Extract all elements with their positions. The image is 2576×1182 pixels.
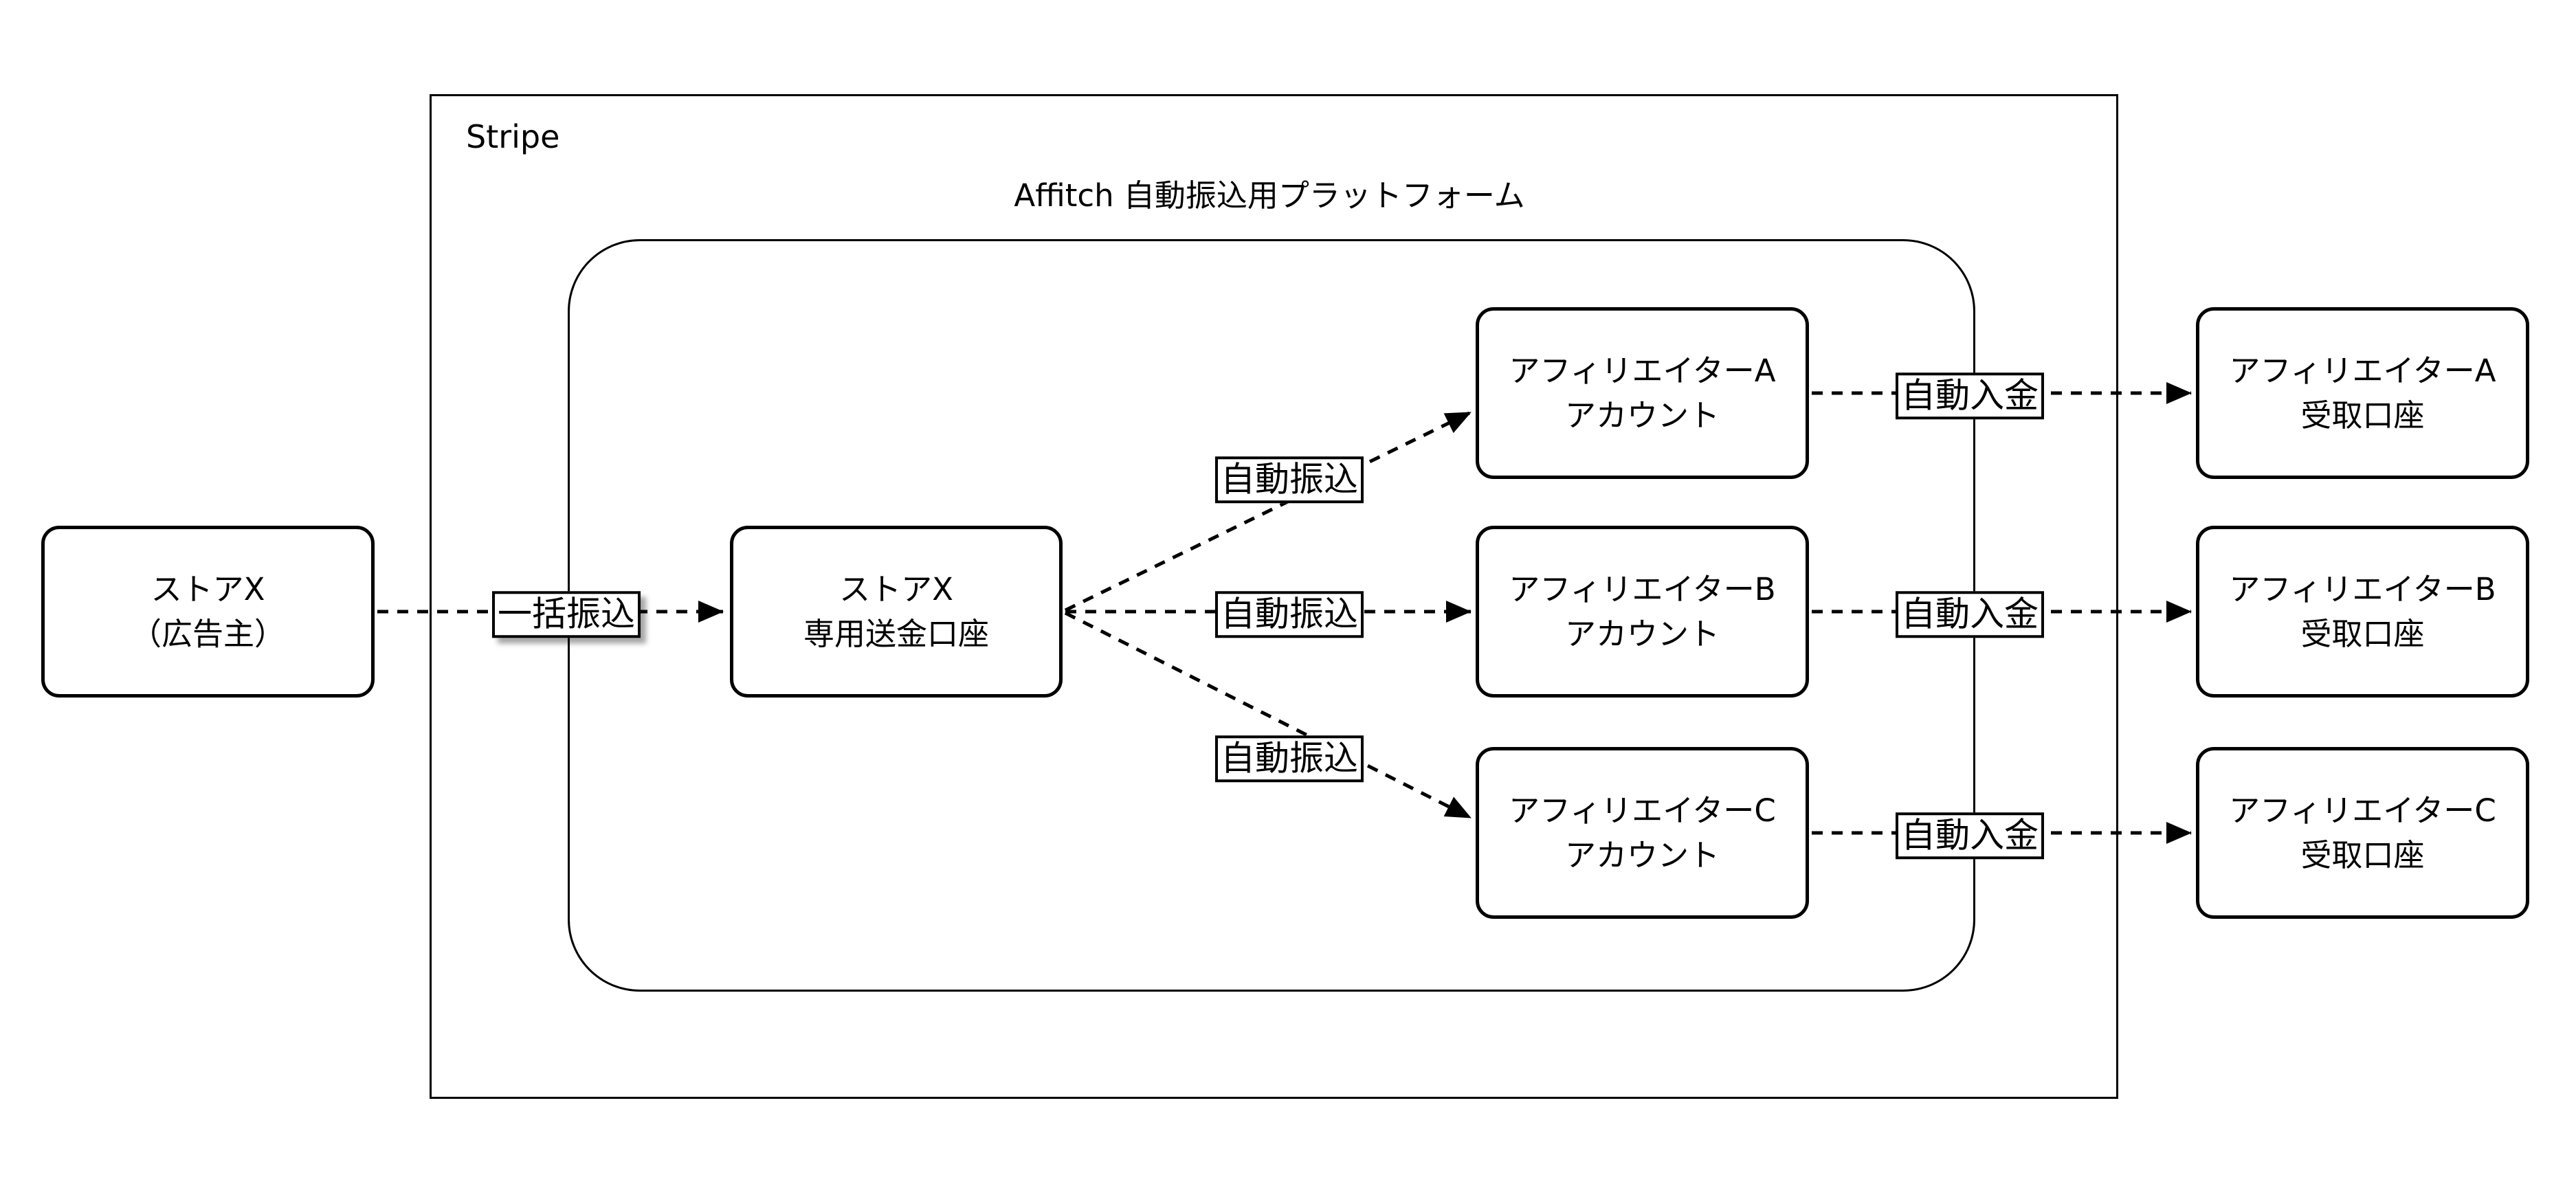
edge-label-bulk-transfer: 一括振込	[492, 591, 641, 638]
node-text-line1: アフィリエイターA	[1509, 352, 1776, 389]
node-text-line1: ストアX	[839, 570, 953, 607]
node-affiliate-c-account: アフィリエイターC アカウント	[1476, 747, 1809, 919]
edge-label-auto-deposit-c: 自動入金	[1896, 812, 2044, 859]
node-text-line2: 受取口座	[2300, 616, 2425, 652]
edge-label-auto-transfer-c: 自動振込	[1215, 735, 1364, 782]
edge-auto-transfer-a	[1064, 410, 1472, 612]
edge-label-auto-deposit-a: 自動入金	[1896, 372, 2044, 419]
edge-auto-transfer-c	[1064, 611, 1472, 820]
node-store-x-advertiser: ストアX （広告主）	[41, 526, 375, 698]
node-store-x-send-account: ストアX 専用送金口座	[730, 526, 1063, 698]
node-text-line2: 受取口座	[2300, 397, 2425, 434]
node-text-line1: アフィリエイターA	[2229, 352, 2496, 389]
edge-label-auto-transfer-a: 自動振込	[1215, 456, 1364, 503]
node-text-line1: アフィリエイターB	[1509, 570, 1776, 607]
node-text-line2: 専用送金口座	[803, 616, 989, 652]
node-text-line1: アフィリエイターC	[2229, 792, 2496, 829]
node-text-line1: ストアX	[151, 570, 265, 607]
platform-title: Affitch 自動振込用プラットフォーム	[1014, 177, 1525, 214]
node-text-line1: アフィリエイターB	[2229, 570, 2496, 607]
node-affiliate-a-receiving-account: アフィリエイターA 受取口座	[2196, 307, 2529, 479]
node-text-line1: アフィリエイターC	[1509, 792, 1776, 829]
node-text-line2: アカウント	[1564, 397, 1720, 434]
node-text-line2: （広告主）	[130, 616, 285, 652]
edge-label-auto-transfer-b: 自動振込	[1215, 591, 1364, 638]
stripe-boundary-box	[430, 94, 2118, 1099]
node-affiliate-b-receiving-account: アフィリエイターB 受取口座	[2196, 526, 2529, 698]
node-affiliate-b-account: アフィリエイターB アカウント	[1476, 526, 1809, 698]
node-text-line2: アカウント	[1564, 837, 1720, 873]
node-affiliate-c-receiving-account: アフィリエイターC 受取口座	[2196, 747, 2529, 919]
edge-label-auto-deposit-b: 自動入金	[1896, 591, 2044, 638]
node-text-line2: アカウント	[1564, 616, 1720, 652]
node-text-line2: 受取口座	[2300, 837, 2425, 873]
stripe-label: Stripe	[466, 118, 560, 155]
node-affiliate-a-account: アフィリエイターA アカウント	[1476, 307, 1809, 479]
